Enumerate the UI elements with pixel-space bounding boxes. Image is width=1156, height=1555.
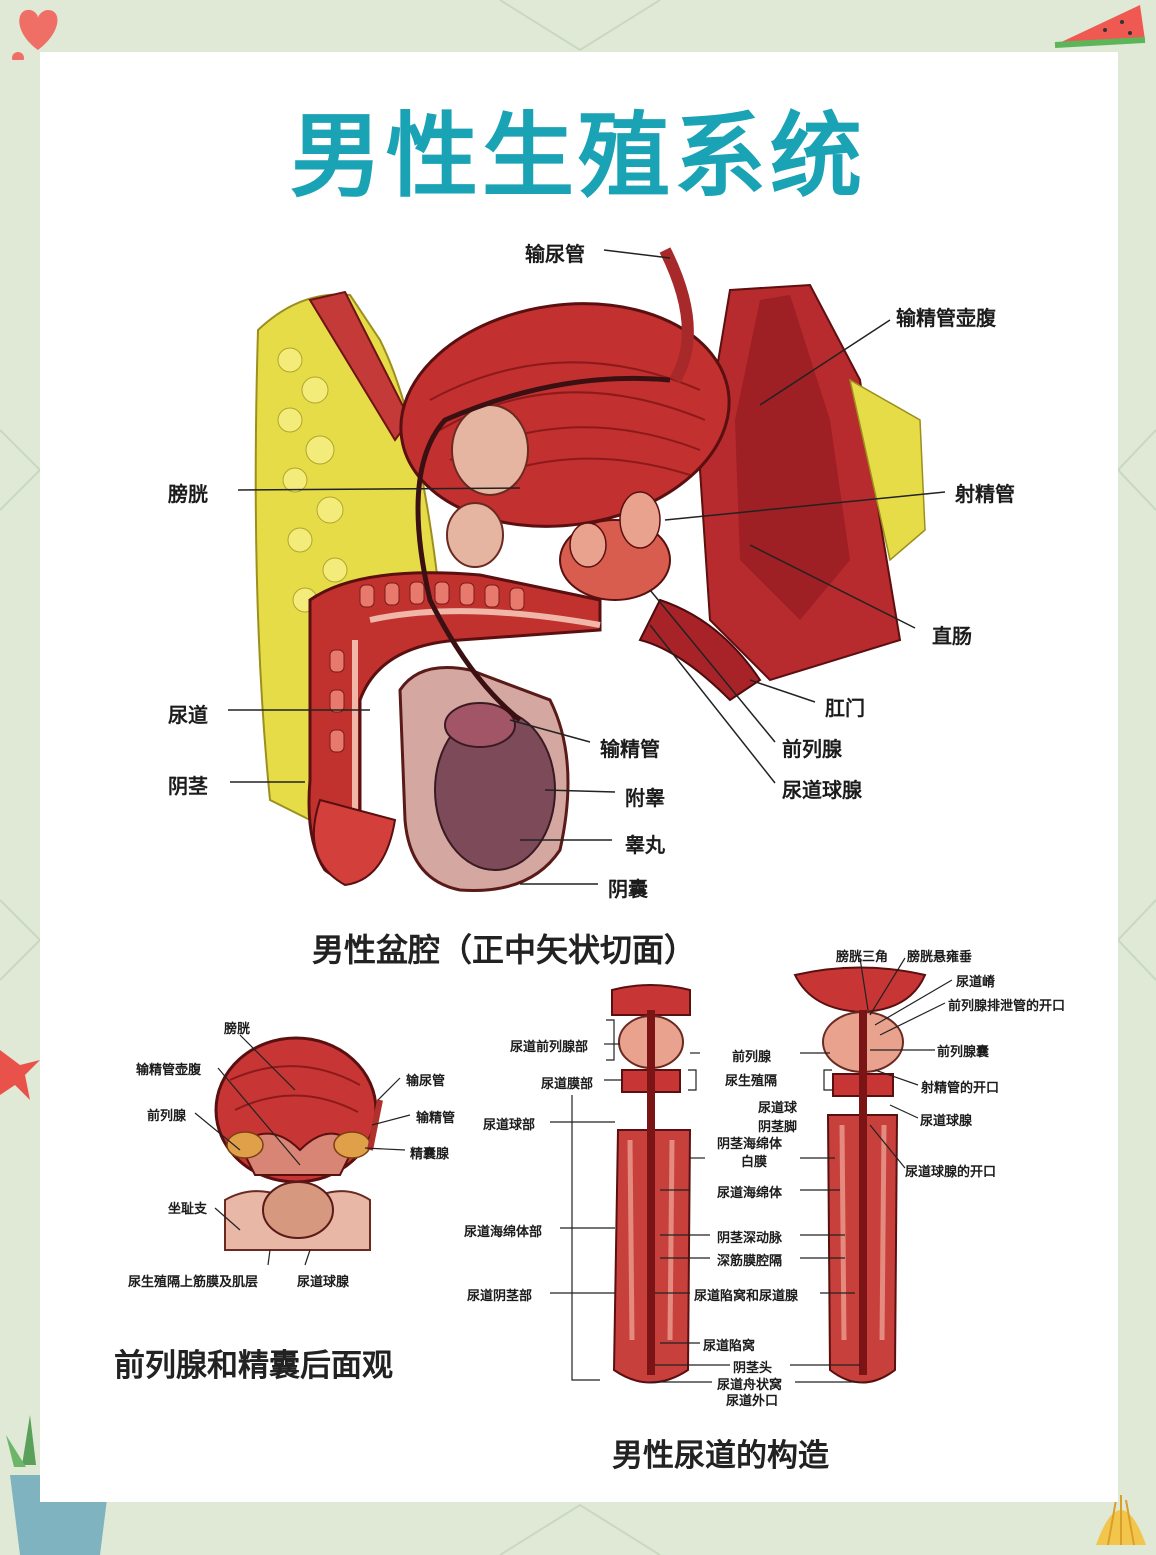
ur-label-prostatic-part: 尿道前列腺部 (510, 1040, 589, 1055)
pv-label-bulbourethral-gland: 尿道球腺 (297, 1275, 350, 1290)
ur-label-utricle: 前列腺囊 (937, 1045, 990, 1060)
label-anus: 肛门 (825, 696, 865, 720)
label-prostate: 前列腺 (782, 737, 842, 761)
ur-label-bulb: 尿道球 (758, 1101, 798, 1116)
ur-label-glans: 阴茎头 (733, 1361, 773, 1376)
poster-card (40, 52, 1118, 1502)
label-vas-deferens: 输精管 (600, 737, 660, 761)
ur-label-penile-part: 尿道阴茎部 (467, 1289, 533, 1304)
ur-label-bulbourethral-gland: 尿道球腺 (920, 1114, 973, 1129)
ur-label-spongiosum: 尿道海绵体 (717, 1186, 783, 1201)
label-penis: 阴茎 (168, 774, 208, 798)
ur-label-navicular: 尿道舟状窝 (717, 1378, 783, 1393)
ur-label-deep-artery: 阴茎深动脉 (717, 1231, 783, 1246)
ur-label-crus: 阴茎脚 (758, 1120, 798, 1135)
label-ureter: 输尿管 (525, 242, 585, 266)
ur-label-uvula: 膀胱悬雍垂 (907, 950, 973, 965)
pv-label-ureter: 输尿管 (406, 1074, 446, 1089)
ur-label-meatus: 尿道外口 (726, 1394, 779, 1409)
pv-label-prostate: 前列腺 (147, 1109, 187, 1124)
pv-label-vas-deferens: 输精管 (416, 1111, 456, 1126)
starfish-icon (0, 1050, 40, 1100)
label-rectum: 直肠 (932, 624, 972, 648)
label-ampulla: 输精管壶腹 (896, 306, 996, 330)
ur-label-crest: 尿道嵴 (956, 975, 996, 990)
pv-label-ischial-ramus: 坐耻支 (168, 1202, 208, 1217)
label-bulbourethral-gland: 尿道球腺 (782, 778, 862, 802)
pv-label-seminal-vesicle: 精囊腺 (410, 1147, 450, 1162)
ur-label-lacunae: 尿道陷窝和尿道腺 (694, 1289, 799, 1304)
ur-label-trigone: 膀胱三角 (836, 950, 889, 965)
ur-label-lacuna: 尿道陷窝 (703, 1339, 756, 1354)
ur-label-tunica: 白膜 (741, 1155, 768, 1170)
prostate-caption: 前列腺和精囊后面观 (114, 1348, 393, 1384)
page-title: 男性生殖系统 (289, 103, 866, 210)
pelvis-caption: 男性盆腔（正中矢状切面） (312, 931, 697, 969)
ur-label-prostatic-openings: 前列腺排泄管的开口 (948, 999, 1066, 1014)
ur-label-cavernosum: 阴茎海绵体 (717, 1137, 783, 1152)
ur-label-spongy-part: 尿道海绵体部 (464, 1225, 543, 1240)
label-scrotum: 阴囊 (608, 877, 648, 901)
ur-label-membranous-part: 尿道膜部 (541, 1077, 594, 1092)
ur-label-bulbourethral-opening: 尿道球腺的开口 (905, 1165, 997, 1180)
label-epididymis: 附睾 (625, 786, 665, 810)
pv-label-fascia: 尿生殖隔上筋膜及肌层 (128, 1275, 259, 1290)
label-ejaculatory-duct: 射精管 (955, 482, 1015, 506)
label-bladder: 膀胱 (168, 482, 208, 506)
watermelon-icon (1054, 5, 1146, 48)
pv-label-ampulla: 输精管壶腹 (136, 1063, 202, 1078)
pv-label-bladder: 膀胱 (224, 1022, 251, 1037)
ur-label-septum: 深筋膜腔隔 (717, 1254, 783, 1269)
ur-label-urogenital-diaphragm: 尿生殖隔 (725, 1074, 778, 1089)
heart-icon (12, 9, 58, 60)
label-testis: 睾丸 (625, 833, 665, 857)
ur-label-ejaculatory-opening: 射精管的开口 (921, 1081, 1000, 1096)
label-urethra: 尿道 (168, 703, 208, 727)
shell-icon (1096, 1495, 1146, 1546)
ur-label-bulbous-part: 尿道球部 (483, 1118, 536, 1133)
urethra-caption: 男性尿道的构造 (612, 1438, 829, 1474)
ur-label-prostate: 前列腺 (732, 1050, 772, 1065)
